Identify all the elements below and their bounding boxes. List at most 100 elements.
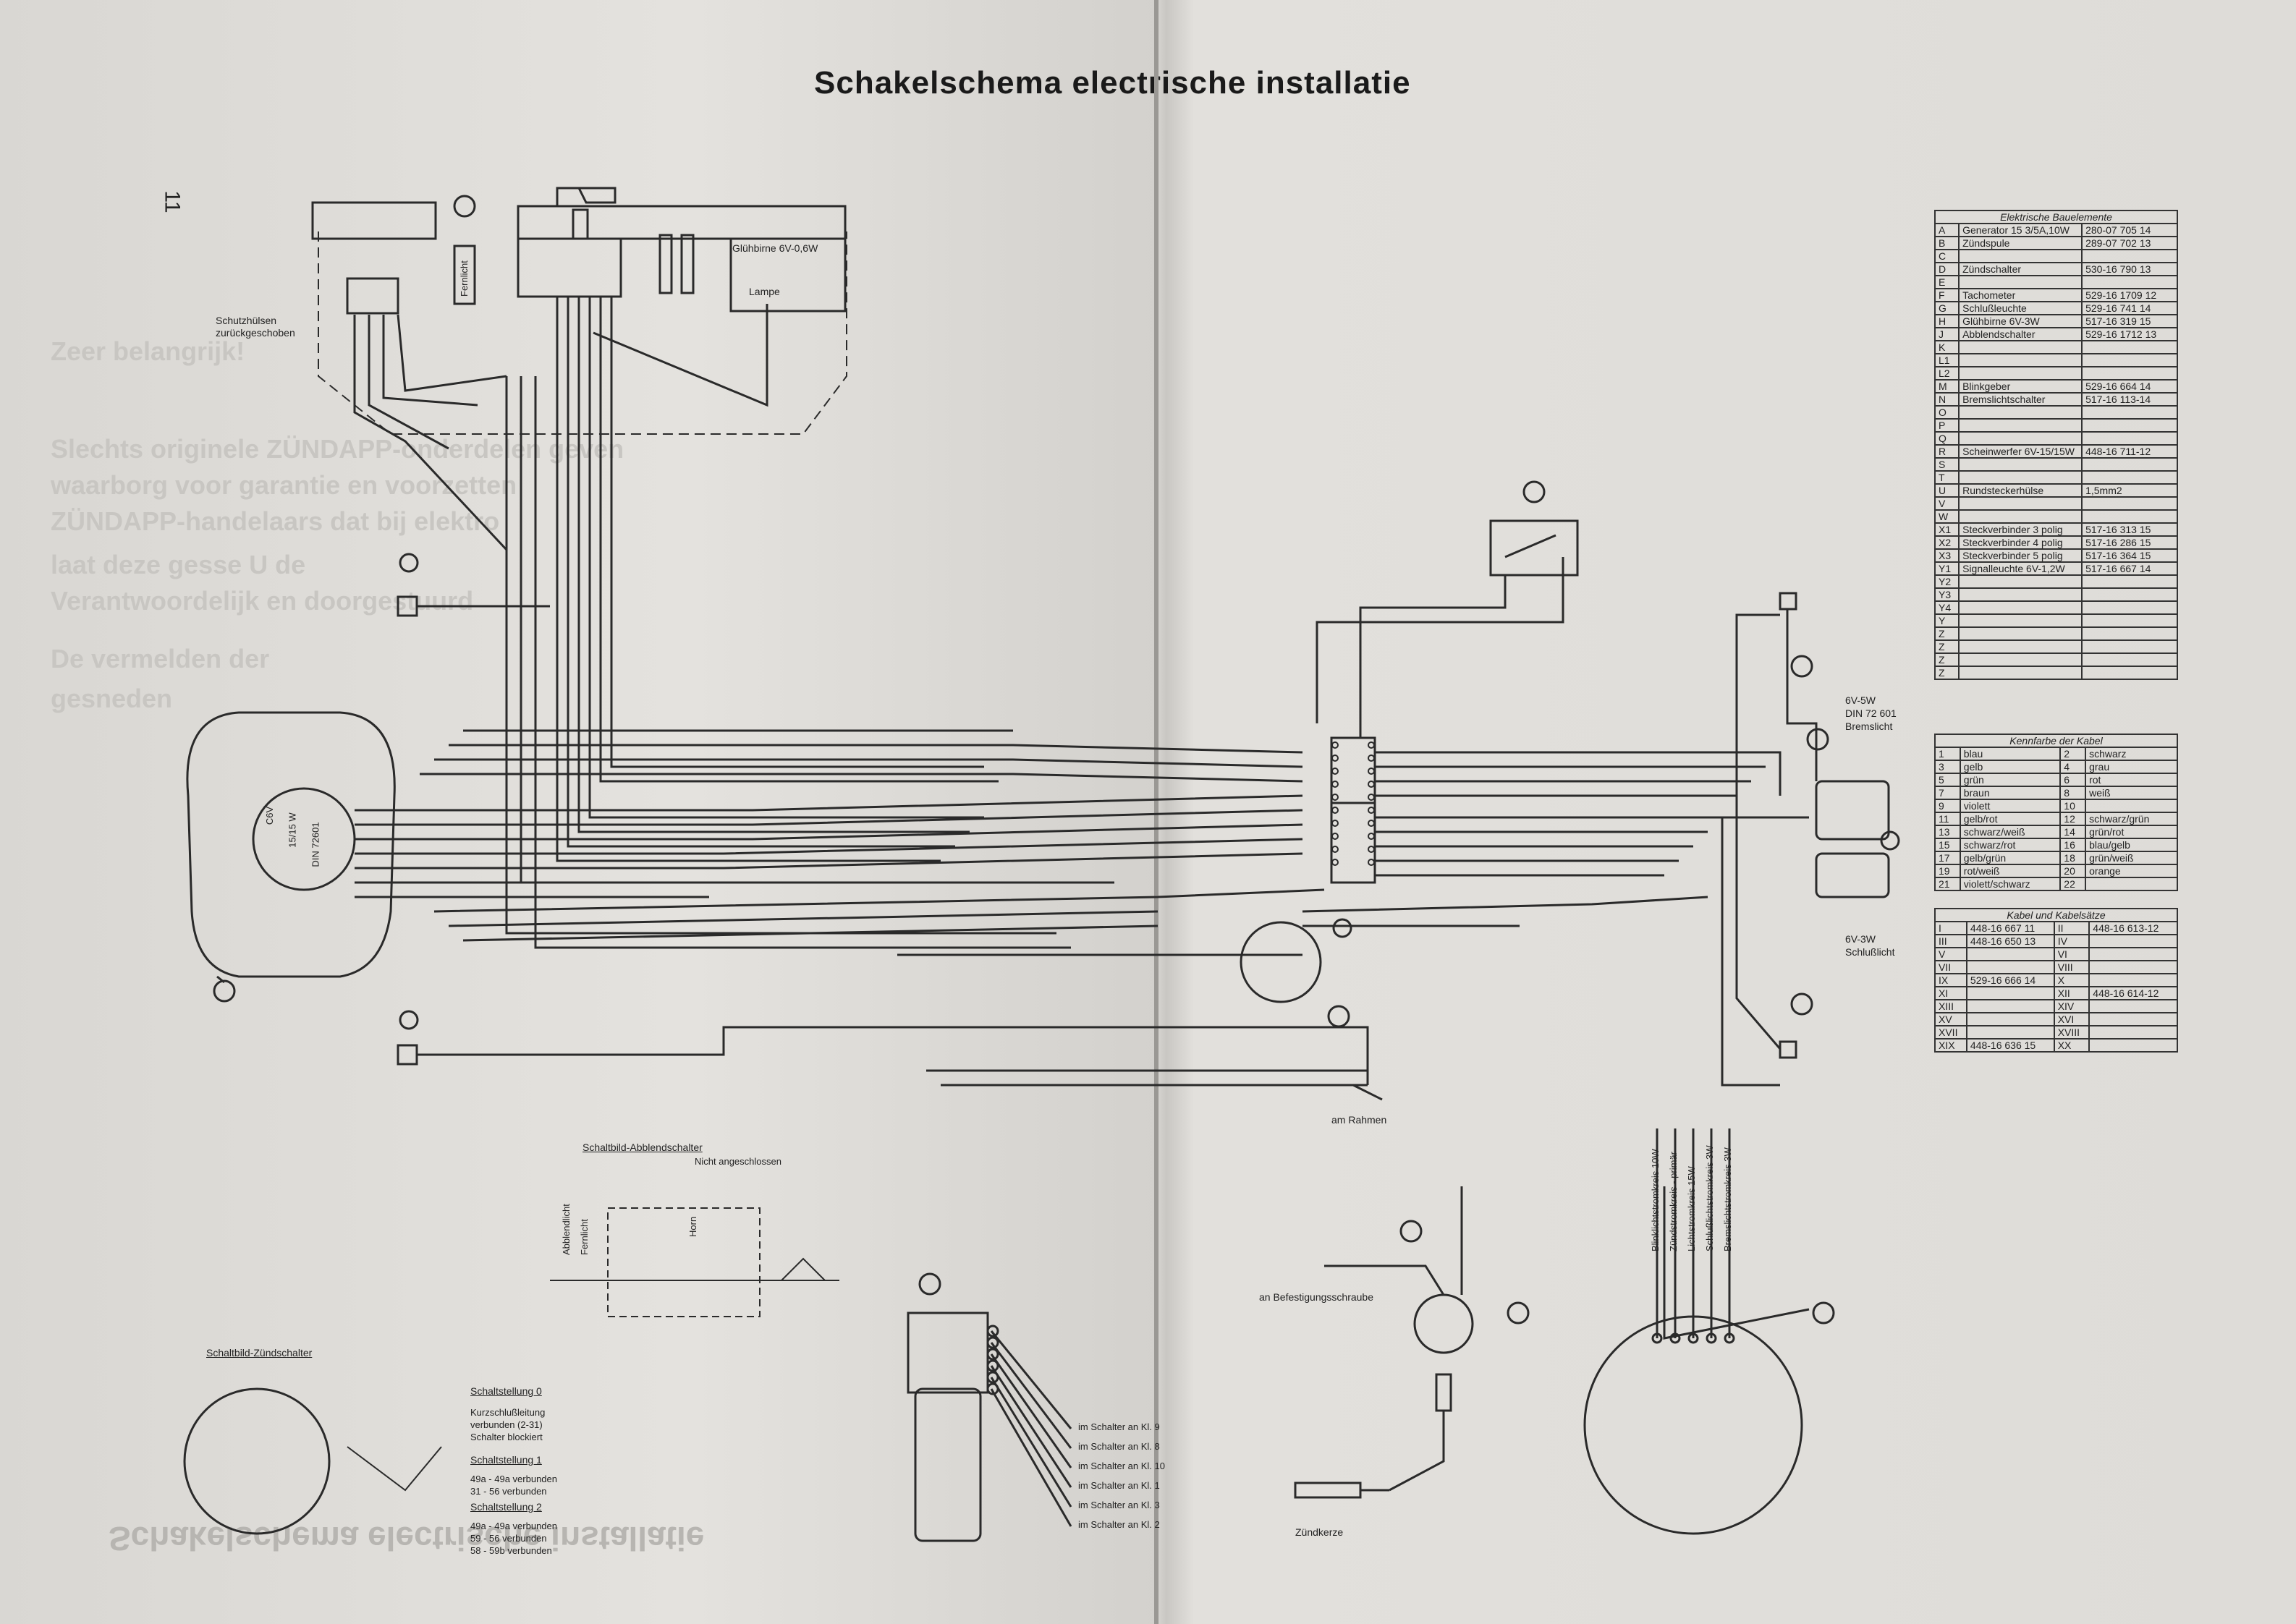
cable-id: IX bbox=[1934, 973, 1967, 987]
cable-part: 448-16 667 11 bbox=[1965, 921, 2055, 935]
component-key: G bbox=[1933, 301, 1960, 315]
cable-part: 448-16 650 13 bbox=[1965, 934, 2055, 948]
component-key: Z bbox=[1933, 639, 1960, 654]
cable-id: XV bbox=[1934, 1012, 1967, 1026]
component-part-number: 529-16 1712 13 bbox=[2081, 327, 2178, 341]
cable-id: II bbox=[2053, 921, 2090, 935]
component-name: Rundsteckerhülse bbox=[1958, 483, 2083, 498]
component-part-number bbox=[2081, 626, 2178, 641]
cable-id: XX bbox=[2053, 1038, 2090, 1053]
s1-line2: 31 - 56 verbunden bbox=[470, 1486, 547, 1497]
component-name: Glühbirne 6V-3W bbox=[1958, 314, 2083, 328]
component-key: L1 bbox=[1933, 353, 1960, 367]
color-code: 20 bbox=[2059, 864, 2087, 878]
cable-part bbox=[2088, 973, 2178, 987]
color-code: 6 bbox=[2059, 773, 2087, 787]
colors-table-header: Kennfarbe der Kabel bbox=[1934, 734, 2178, 748]
fuse-label: Fernlicht bbox=[459, 260, 470, 297]
color-name: schwarz/rot bbox=[1959, 838, 2062, 852]
color-name: gelb bbox=[1959, 760, 2062, 774]
color-name: grün/rot bbox=[2085, 825, 2178, 839]
component-key: T bbox=[1933, 470, 1960, 485]
component-name: Blinkgeber bbox=[1958, 379, 2083, 394]
component-name bbox=[1958, 470, 2083, 485]
cable-part bbox=[2088, 934, 2178, 948]
component-key: Z bbox=[1933, 626, 1960, 641]
component-part-number bbox=[2081, 587, 2178, 602]
cable-id: XVII bbox=[1934, 1025, 1967, 1040]
component-key: N bbox=[1933, 392, 1960, 407]
cable-id: I bbox=[1934, 921, 1967, 935]
component-name bbox=[1958, 496, 2083, 511]
cable-id: III bbox=[1934, 934, 1967, 948]
color-name: braun bbox=[1959, 786, 2062, 800]
cables-table-header: Kabel und Kabelsätze bbox=[1934, 908, 2178, 922]
component-name: Abblendschalter bbox=[1958, 327, 2083, 341]
color-name: violett/schwarz bbox=[1959, 877, 2062, 891]
component-key: B bbox=[1933, 236, 1960, 250]
color-name: grau bbox=[2085, 760, 2178, 774]
component-name bbox=[1958, 418, 2083, 433]
component-key: X2 bbox=[1933, 535, 1960, 550]
component-key: E bbox=[1933, 275, 1960, 289]
cable-part bbox=[1965, 999, 2055, 1013]
component-name: Scheinwerfer 6V-15/15W bbox=[1958, 444, 2083, 459]
kl10-label: im Schalter an Kl. 10 bbox=[1078, 1461, 1165, 1471]
components-row: K bbox=[1933, 340, 2178, 354]
component-part-number: 517-16 113-14 bbox=[2081, 392, 2178, 407]
components-row: Q bbox=[1933, 431, 2178, 446]
cable-part bbox=[2088, 947, 2178, 961]
zundkerze-label: Zündkerze bbox=[1295, 1526, 1344, 1538]
cable-part bbox=[2088, 1012, 2178, 1026]
component-name bbox=[1958, 587, 2083, 602]
components-row: Y bbox=[1933, 613, 2178, 628]
component-name: Schlußleuchte bbox=[1958, 301, 2083, 315]
am-rahmen-label: am Rahmen bbox=[1331, 1114, 1387, 1126]
cable-id: X bbox=[2053, 973, 2090, 987]
circuit-1-label: Blinklichtstromkreis 10W bbox=[1650, 1149, 1661, 1251]
component-key: Z bbox=[1933, 666, 1960, 680]
component-part-number: 530-16 790 13 bbox=[2081, 262, 2178, 276]
components-row: C bbox=[1933, 249, 2178, 263]
component-part-number bbox=[2081, 639, 2178, 654]
component-name: Tachometer bbox=[1958, 288, 2083, 302]
components-row: Z bbox=[1933, 652, 2178, 667]
color-name: grün/weiß bbox=[2085, 851, 2178, 865]
component-name bbox=[1958, 275, 2083, 289]
component-part-number bbox=[2081, 509, 2178, 524]
component-part-number: 517-16 364 15 bbox=[2081, 548, 2178, 563]
component-name: Zündschalter bbox=[1958, 262, 2083, 276]
components-row: Z bbox=[1933, 626, 2178, 641]
component-part-number bbox=[2081, 574, 2178, 589]
cable-part: 448-16 614-12 bbox=[2088, 986, 2178, 1000]
headlamp-rating-1: C6V bbox=[264, 806, 276, 825]
components-row: S bbox=[1933, 457, 2178, 472]
color-code: 17 bbox=[1934, 851, 1961, 865]
cable-row: XV XVI bbox=[1934, 1012, 2178, 1026]
component-part-number: 289-07 702 13 bbox=[2081, 236, 2178, 250]
components-row: L2 bbox=[1933, 366, 2178, 381]
cable-part bbox=[1965, 960, 2055, 974]
color-code: 14 bbox=[2059, 825, 2087, 839]
cable-part bbox=[2088, 960, 2178, 974]
component-key: Y1 bbox=[1933, 561, 1960, 576]
s0-line2: verbunden (2-31) bbox=[470, 1419, 543, 1430]
cable-id: XVI bbox=[2053, 1012, 2090, 1026]
